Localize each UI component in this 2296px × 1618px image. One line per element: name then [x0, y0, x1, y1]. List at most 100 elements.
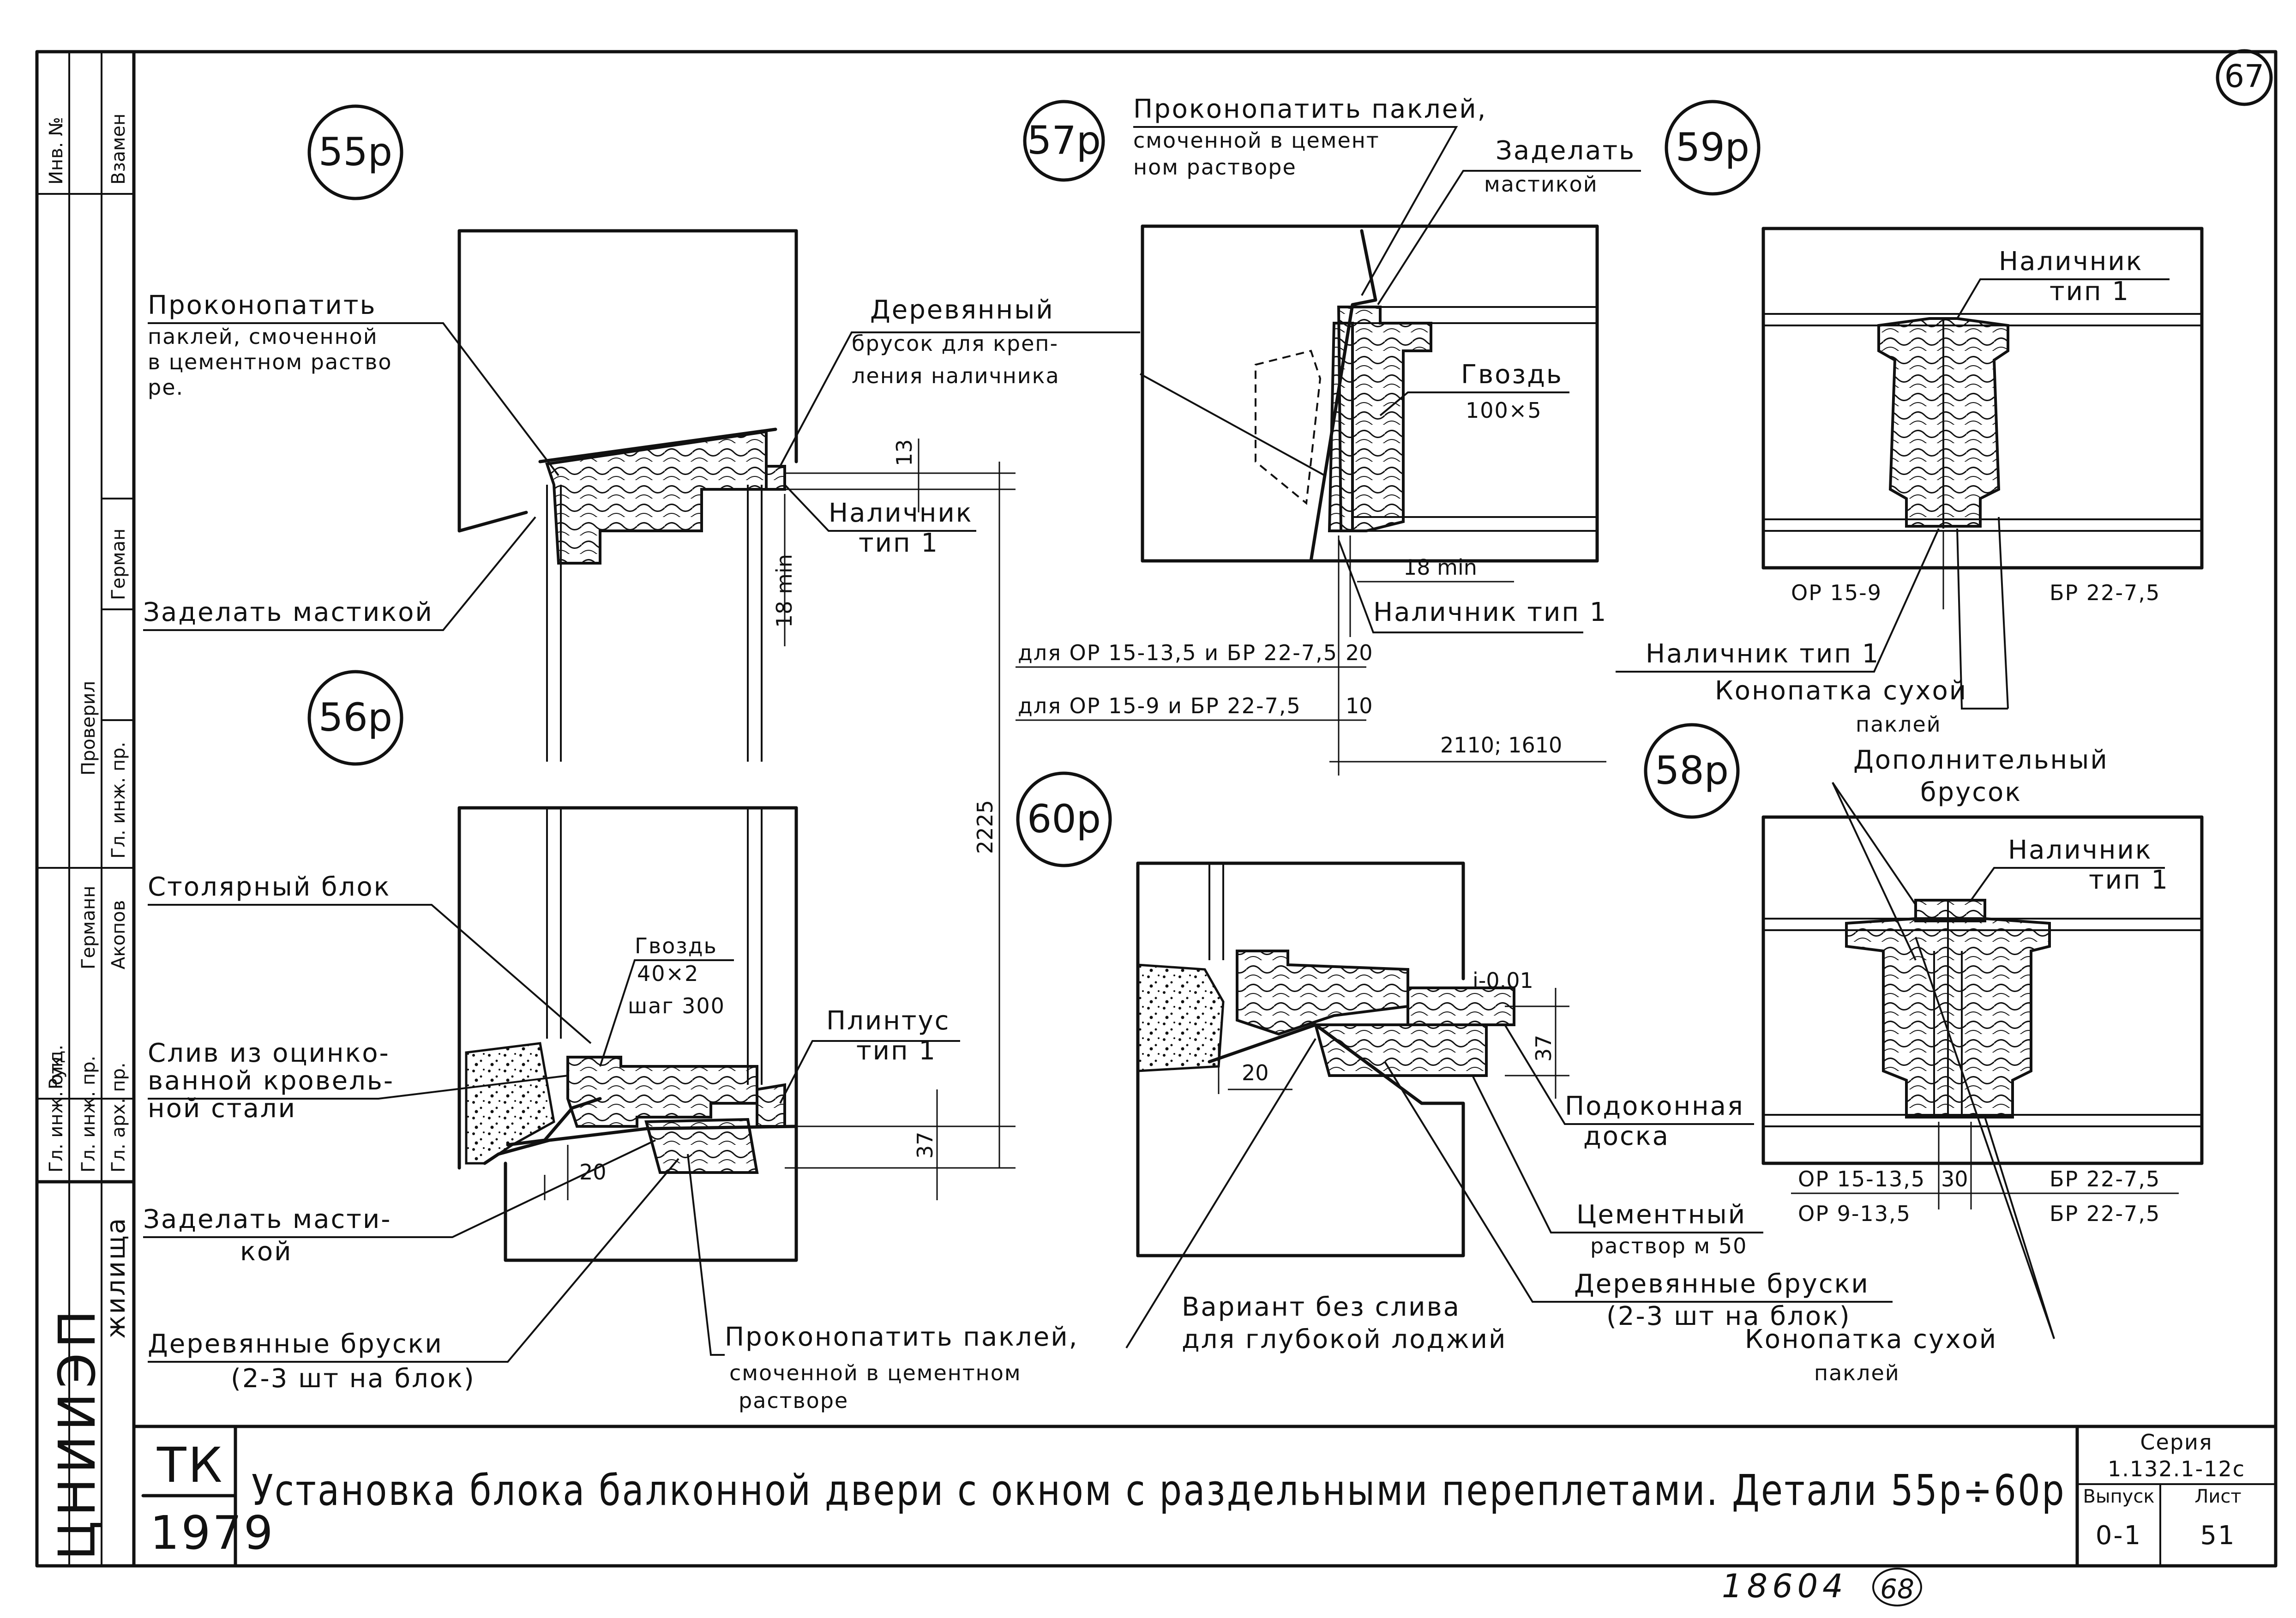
- svg-text:Столярный блок: Столярный блок: [148, 872, 391, 902]
- detail-tag-55p-label: 55р: [319, 129, 392, 174]
- d57-caulk-label: Проконопатить паклей, смоченной в цемент…: [1133, 94, 1485, 296]
- svg-text:(2-3 шт на блок): (2-3 шт на блок): [1606, 1301, 1851, 1331]
- detail-59p: 59р ОР 15-9 БР 22-7,5 Наличник тип 1 Нал…: [1616, 100, 2204, 737]
- d60-bars-label: Деревянные бруски (2-3 шт на блок): [1384, 1061, 1893, 1331]
- sheet-title: Установка блока балконной двери с окном …: [252, 1466, 2066, 1515]
- title-block: ТК 1979 Установка блока балконной двери …: [150, 1430, 2245, 1560]
- side-stamp: Инв. № Взамен Гл. инж. отд. Гл. инж. пр.…: [35, 50, 136, 1568]
- d56-offset-dim: 20: [579, 1160, 607, 1185]
- detail-tag-55p: [307, 104, 403, 200]
- d55-56-height-dim: 2225: [973, 800, 998, 854]
- d56-block-label: Столярный блок: [148, 872, 592, 1044]
- d58-mark-right2: БР 22-7,5: [2050, 1201, 2160, 1226]
- svg-text:для глубокой лоджий: для глубокой лоджий: [1182, 1324, 1507, 1354]
- svg-text:шаг 300: шаг 300: [628, 993, 725, 1018]
- detail-tag-60p: [1016, 771, 1112, 867]
- detail-tag-56p: [307, 670, 403, 766]
- svg-text:Деревянный: Деревянный: [870, 295, 1054, 325]
- detail-tag-57p: [1023, 100, 1105, 182]
- detail-57p: 57р 18 min для ОР 15-13,5 и БР 22-7,5 20…: [1016, 94, 1641, 776]
- svg-text:смоченной в цемент: смоченной в цемент: [1133, 128, 1380, 153]
- svg-text:ном растворе: ном растворе: [1133, 155, 1297, 180]
- stamp-role-4: Рук.: [46, 1050, 67, 1089]
- d55-bar-label: Деревянный брусок для креп- ления наличн…: [779, 295, 1140, 467]
- d60-mortar-label: Цементный раствор м 50: [1472, 1075, 1763, 1258]
- detail-58p: 58р ОР 15-13,5 30 БР 22-7,5 ОР 9-13,5 БР…: [1644, 723, 2204, 1385]
- stamp-header-2: Взамен: [108, 114, 129, 185]
- d56-caulk-label: Проконопатить паклей, смоченной в цемент…: [687, 1154, 1077, 1413]
- d57-width-dim: 2110; 1610: [1440, 733, 1562, 758]
- svg-text:Слив из оцинко-: Слив из оцинко-: [148, 1038, 390, 1068]
- d60-sill-label: Подоконная доска: [1504, 1024, 1754, 1151]
- svg-text:мастикой: мастикой: [1484, 172, 1598, 197]
- svg-text:Дополнительный: Дополнительный: [1853, 745, 2109, 775]
- svg-text:кой: кой: [240, 1237, 292, 1267]
- svg-text:Вариант без слива: Вариант без слива: [1182, 1292, 1461, 1322]
- sheet-number: 67: [2224, 59, 2265, 95]
- d60-sill-dim: 37: [1531, 1035, 1556, 1062]
- sheet-year: 1979: [150, 1506, 275, 1560]
- svg-text:Деревянные бруски: Деревянные бруски: [148, 1329, 443, 1359]
- d56-drip-label: Слив из оцинко- ванной кровель- ной стал…: [148, 1038, 568, 1124]
- svg-text:100×5: 100×5: [1466, 398, 1542, 423]
- detail-tag-58p-label: 58р: [1655, 748, 1729, 793]
- issue-label: Выпуск: [2083, 1486, 2155, 1507]
- d55-gap-dim: 13: [892, 439, 917, 466]
- d55-mastic-label: Заделать мастикой: [143, 516, 536, 631]
- d57-row1-value: 20: [1346, 640, 1373, 665]
- svg-text:Наличник тип 1: Наличник тип 1: [1646, 639, 1880, 669]
- d57-min-dim: 18 min: [1403, 555, 1477, 580]
- d56-bars-label: Деревянные бруски (2-3 шт на блок): [148, 1158, 679, 1394]
- d58-casing-label: Наличник тип 1: [1970, 835, 2168, 901]
- org-stamp-sub: жилища: [101, 1217, 131, 1339]
- d57-row2-value: 10: [1346, 693, 1373, 718]
- svg-text:Плинтус: Плинтус: [826, 1006, 950, 1036]
- svg-text:ванной кровель-: ванной кровель-: [148, 1066, 394, 1096]
- svg-text:Цементный: Цементный: [1576, 1200, 1746, 1230]
- sheet-value: 51: [2200, 1521, 2236, 1551]
- issue-value: 0-1: [2096, 1521, 2142, 1551]
- svg-text:доска: доска: [1583, 1121, 1670, 1151]
- detail-tag-59p: [1665, 100, 1761, 196]
- detail-tag-60p-label: 60р: [1027, 796, 1101, 842]
- sheet-number-badge: [2216, 49, 2273, 106]
- stamp-role-5: Гл. инж. пр.: [108, 742, 129, 859]
- d57-row1-label: для ОР 15-13,5 и БР 22-7,5: [1018, 640, 1338, 665]
- svg-text:ре.: ре.: [148, 375, 184, 400]
- svg-text:Наличник: Наличник: [2008, 835, 2152, 865]
- d58-caulk-label: Конопатка сухой паклей: [1745, 937, 2055, 1385]
- d58-mark-right1: БР 22-7,5: [2050, 1167, 2160, 1191]
- stamp-role-2: Гл. инж. пр.: [78, 1056, 99, 1173]
- stamp-name-3: Проверил: [78, 681, 99, 776]
- svg-text:Наличник: Наличник: [829, 498, 973, 528]
- d58-bar-label: Дополнительный брусок: [1832, 745, 2109, 961]
- d56-plinth-label: Плинтус тип 1: [779, 1006, 960, 1104]
- stamp-name-4: Герман: [108, 529, 129, 600]
- sheet-label: Лист: [2194, 1486, 2241, 1507]
- svg-text:Наличник тип 1: Наличник тип 1: [1373, 597, 1607, 627]
- d60-variant-label: Вариант без слива для глубокой лоджий: [1125, 1038, 1507, 1354]
- series-value: 1.132.1-12с: [2108, 1456, 2245, 1481]
- svg-text:ления наличника: ления наличника: [852, 363, 1060, 388]
- d56-base-dim: 37: [913, 1131, 938, 1159]
- svg-text:Заделать мастикой: Заделать мастикой: [143, 597, 433, 627]
- detail-tag-57p-label: 57р: [1027, 118, 1101, 163]
- svg-text:брусок для креп-: брусок для креп-: [852, 331, 1058, 356]
- d58-mark-gap: 30: [1941, 1167, 1968, 1191]
- handwritten-number: 18604: [1722, 1567, 1848, 1605]
- svg-text:брусок: брусок: [1920, 777, 2022, 807]
- svg-text:тип 1: тип 1: [2050, 277, 2130, 307]
- svg-text:Проконопатить: Проконопатить: [148, 290, 376, 320]
- detail-56p: 56р 37 20 Столярный блок Гвоздь 40×2: [143, 670, 1077, 1413]
- svg-text:в цементном раство: в цементном раство: [148, 349, 392, 374]
- svg-text:40×2: 40×2: [637, 961, 699, 986]
- d59-casing-label: Наличник тип 1: [1956, 247, 2170, 319]
- svg-text:Гвоздь: Гвоздь: [635, 933, 717, 958]
- d55-caulk-label: Проконопатить паклей, смоченной в цемент…: [148, 290, 559, 476]
- svg-text:Деревянные бруски: Деревянные бруски: [1574, 1269, 1869, 1299]
- svg-text:паклей: паклей: [1814, 1360, 1900, 1385]
- svg-text:паклей: паклей: [1856, 712, 1941, 737]
- detail-55p: 55р 13 18 min 2225 Проконопатить паклей,…: [143, 104, 1140, 1168]
- d56-nail-label: Гвоздь 40×2 шаг 300: [599, 933, 734, 1067]
- stamp-role-3: Гл. арх. пр.: [108, 1062, 129, 1173]
